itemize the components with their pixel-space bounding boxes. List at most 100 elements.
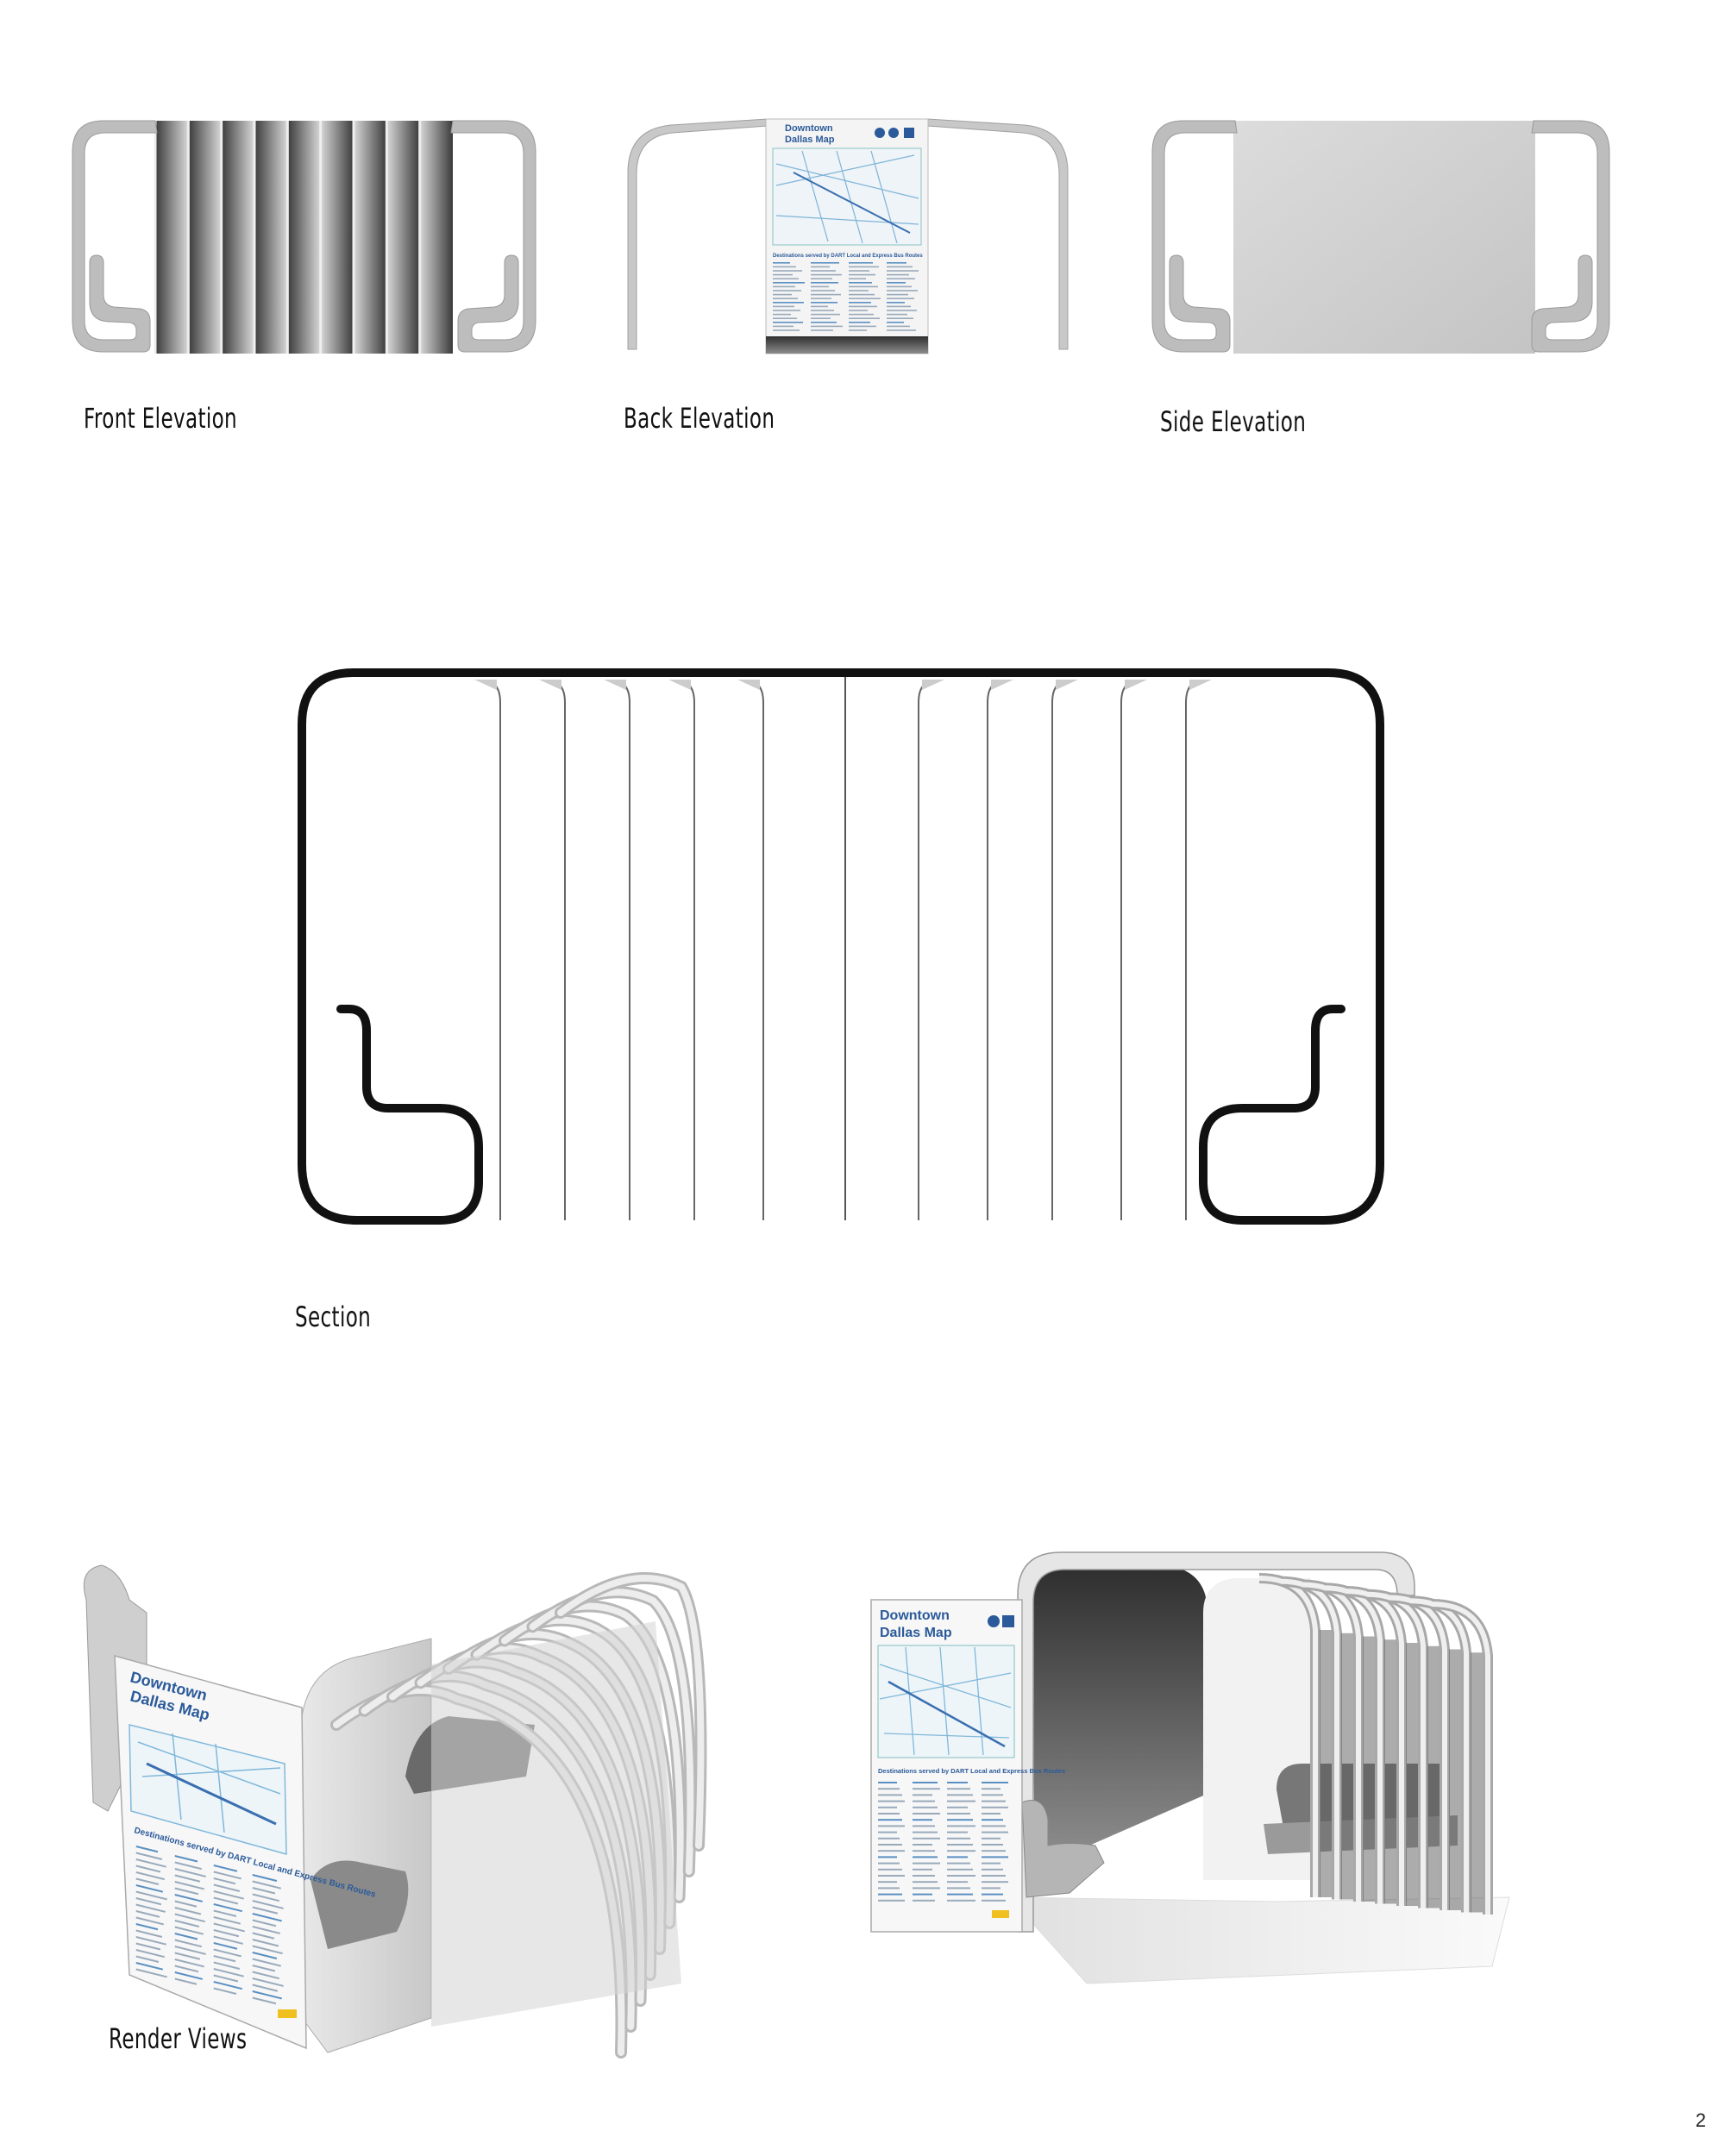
render1-directory-line	[135, 1949, 165, 1959]
directory-line	[811, 285, 829, 288]
section-fin	[1051, 680, 1069, 1220]
section-fin	[1120, 680, 1138, 1220]
render1-directory-line	[135, 1916, 165, 1926]
directory-line	[887, 310, 917, 311]
render1-directory-line	[252, 1913, 282, 1922]
front-fin	[155, 121, 189, 354]
render2-directory-line	[913, 1788, 940, 1790]
render2-directory-line	[878, 1899, 905, 1902]
render1-directory-line	[174, 1971, 204, 1980]
render2-directory-line	[947, 1850, 975, 1852]
directory-line	[849, 298, 881, 299]
render1-directory-line	[174, 1933, 198, 1940]
directory-line	[887, 278, 915, 279]
section-fin-shadow	[1189, 680, 1212, 690]
render2-directory-line	[947, 1875, 975, 1877]
render2-directory-line	[878, 1831, 897, 1833]
directory-line	[849, 322, 870, 323]
render2-fin-gap	[1384, 1639, 1400, 1904]
render2-fin-face	[1366, 1591, 1426, 1908]
render1-directory-line	[135, 1929, 163, 1938]
render2-directory-line	[878, 1813, 900, 1814]
back-map-subtitle: Destinations served by DART Local and Ex…	[773, 254, 923, 259]
render2-directory-line	[982, 1899, 1006, 1902]
render2-directory-line	[947, 1844, 973, 1846]
directory-line	[887, 266, 913, 268]
render2-directory-line	[982, 1831, 1008, 1833]
directory-line	[849, 317, 880, 319]
directory-line	[849, 290, 869, 291]
front-fin	[354, 121, 387, 354]
render1-directory-line	[135, 1955, 160, 1963]
render2-directory-line	[947, 1794, 973, 1796]
render1-directory-line	[252, 1965, 276, 1972]
directory-line	[811, 278, 832, 279]
rail-icon	[888, 128, 899, 138]
directory-line	[887, 325, 910, 328]
render1-directory-line	[213, 1974, 239, 1983]
directory-line	[811, 270, 836, 272]
render2-map-badge	[992, 1910, 1009, 1918]
render2-directory-line	[878, 1837, 900, 1839]
render1-directory-line	[252, 1900, 284, 1909]
render1-directory-line	[174, 1946, 206, 1955]
render1-directory-line	[252, 1919, 277, 1927]
directory-line	[887, 282, 906, 284]
render2-directory-line	[982, 1856, 1008, 1858]
render2-directory-line	[982, 1813, 1000, 1814]
directory-line	[773, 262, 790, 264]
section-fin-shadow	[474, 680, 497, 690]
render2-fin-gap	[1449, 1649, 1465, 1910]
render1-directory-line	[213, 1865, 238, 1872]
render2-directory-line	[947, 1788, 970, 1790]
render2-fin-face	[1345, 1589, 1404, 1906]
render1-directory-line	[135, 1968, 167, 1978]
render2-directory-line	[913, 1794, 932, 1796]
render2-fin-face	[1302, 1582, 1361, 1902]
render2-directory-line	[947, 1806, 968, 1808]
render2-fin-gap	[1341, 1633, 1357, 1900]
render2-directory-line	[982, 1893, 1003, 1896]
render1-directory-line	[213, 1871, 242, 1880]
render1-directory-line	[174, 1887, 199, 1896]
render2-directory-line	[913, 1887, 940, 1890]
render2-directory-line	[982, 1868, 1003, 1871]
render2-directory-line	[982, 1850, 1006, 1852]
section-fin	[678, 680, 695, 1220]
render2-directory-line	[913, 1831, 938, 1833]
render2-directory-line	[947, 1782, 968, 1783]
render1-directory-line	[135, 1884, 164, 1893]
caption-section: Section	[295, 1300, 372, 1333]
directory-line	[773, 282, 805, 284]
render2-directory-line	[982, 1794, 1003, 1796]
directory-line	[773, 273, 793, 276]
directory-line	[887, 322, 904, 323]
render1-directory-line	[135, 1846, 159, 1853]
directory-line	[773, 290, 801, 291]
render1-directory-line	[252, 1939, 279, 1947]
render1-directory-line	[252, 1880, 281, 1890]
caption-back-elevation: Back Elevation	[624, 402, 775, 435]
render1-directory-line	[135, 1923, 159, 1931]
render1-directory-line	[174, 1977, 198, 1985]
render2-directory-line	[982, 1788, 1000, 1790]
render1-directory-line	[252, 1951, 278, 1959]
info-icon	[904, 128, 914, 138]
render1-directory-line	[213, 1890, 244, 1900]
front-elevation	[72, 120, 536, 354]
render1-directory-line	[213, 1981, 242, 1990]
directory-line	[811, 302, 837, 304]
render2-directory-line	[913, 1844, 932, 1846]
back-map-directory	[773, 262, 919, 331]
render2-directory-line	[878, 1788, 900, 1790]
render2-directory-line	[878, 1819, 902, 1821]
render1-directory-line	[213, 1896, 239, 1905]
render2-directory-line	[913, 1782, 938, 1783]
back-map-streets	[772, 147, 922, 246]
section-fin	[484, 680, 501, 1220]
render1-directory-line	[135, 1962, 164, 1971]
render1-directory-line	[213, 1877, 236, 1885]
directory-line	[849, 270, 869, 272]
directory-line	[811, 322, 837, 323]
render1-directory-line	[174, 1920, 200, 1927]
